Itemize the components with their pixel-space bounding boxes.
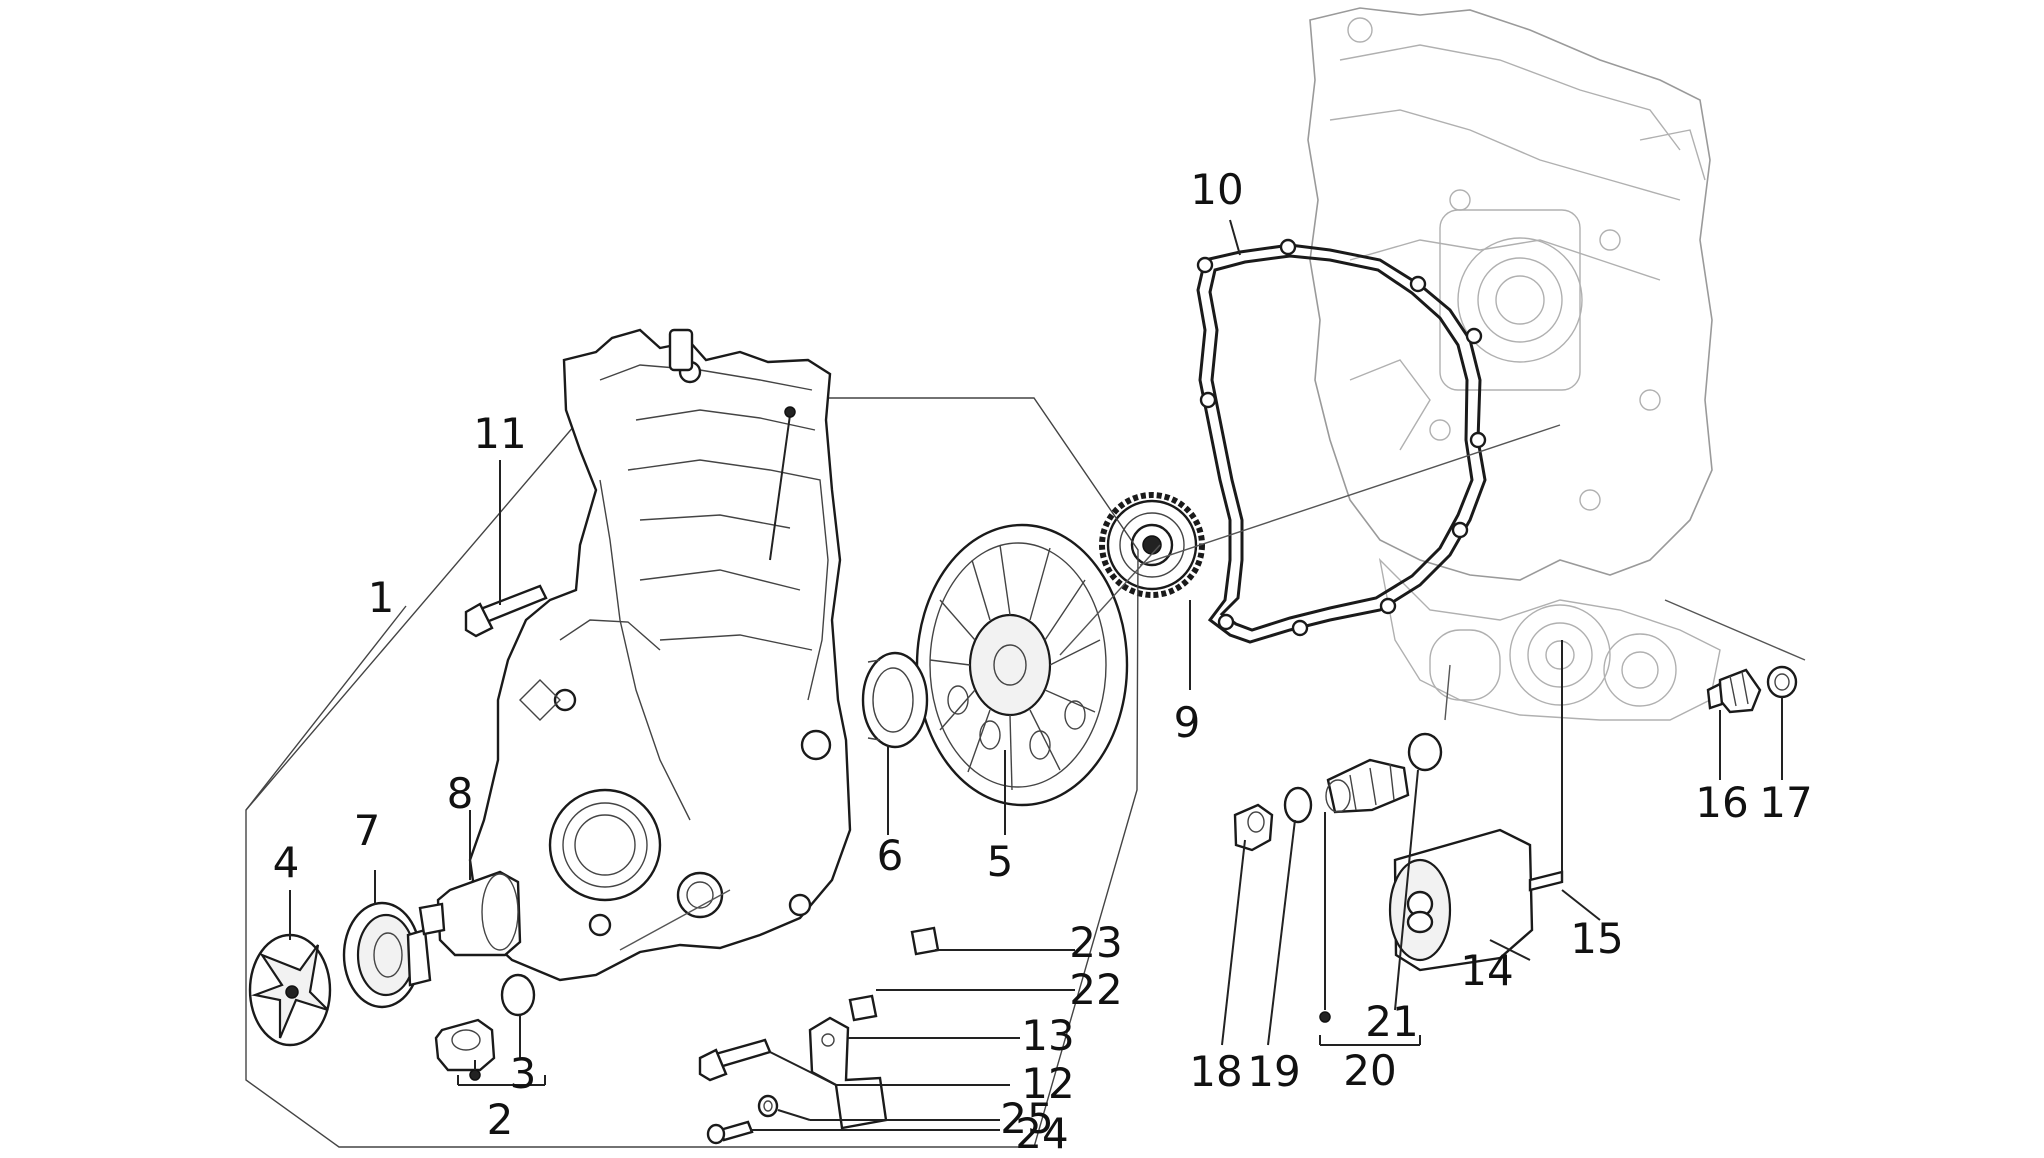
leader-lines [245, 219, 1806, 1131]
oil-strainer-20 [1325, 758, 1410, 814]
callout-7: 7 [354, 806, 381, 855]
o-ring-19 [1283, 786, 1313, 824]
callout-20: 20 [1343, 1046, 1396, 1095]
callout-21: 21 [1365, 997, 1418, 1046]
screw-25 [706, 1120, 754, 1145]
callout-8: 8 [447, 769, 474, 818]
callout-23: 23 [1069, 918, 1122, 967]
callout-13: 13 [1021, 1011, 1074, 1060]
callout-15: 15 [1570, 914, 1623, 963]
crankcase-background [1307, 7, 1721, 721]
callout-25: 25 [1000, 1094, 1053, 1143]
callout-24: 24 [1015, 1109, 1068, 1153]
callout-5: 5 [987, 837, 1014, 886]
o-ring-21 [1407, 732, 1443, 772]
callout-19: 19 [1247, 1047, 1300, 1096]
callout-4: 4 [273, 838, 300, 887]
impeller-4 [248, 933, 332, 1047]
bolt-11 [464, 584, 548, 638]
callout-9: 9 [1174, 698, 1201, 747]
callout-11: 11 [473, 409, 526, 458]
callout-2: 2 [487, 1095, 514, 1144]
callout-6: 6 [877, 831, 904, 880]
callout-22: 22 [1069, 965, 1122, 1014]
clip-22 [848, 994, 878, 1022]
mech-seal-8 [418, 870, 522, 957]
callout-18: 18 [1189, 1047, 1242, 1096]
gasket-10 [1196, 238, 1487, 644]
sprocket-9 [1099, 492, 1205, 598]
oil-seal-6 [861, 651, 929, 749]
plug-18 [1233, 803, 1274, 852]
bracket-13 [808, 1016, 888, 1130]
clip-23 [910, 926, 940, 956]
callout-10: 10 [1190, 165, 1243, 214]
cover-assembly-outline [245, 397, 1139, 1148]
pump-body-7 [342, 901, 432, 1009]
callout-labels: 1 2 3 4 5 6 7 8 9 10 11 12 13 14 15 16 1… [273, 165, 1813, 1158]
washer-17 [1766, 665, 1798, 699]
bolt-12 [698, 1038, 772, 1082]
drain-plug-assembly [434, 973, 536, 1072]
crankcase-cover [468, 328, 852, 982]
callout-12: 12 [1021, 1059, 1074, 1108]
callout-3: 3 [510, 1049, 537, 1098]
callout-16: 16 [1695, 778, 1748, 827]
washer-24 [757, 1094, 779, 1118]
callout-14: 14 [1460, 946, 1513, 995]
callout-17: 17 [1759, 778, 1812, 827]
rotor-fan-5 [915, 523, 1129, 807]
sensor-16 [1706, 668, 1762, 714]
callout-1: 1 [368, 573, 395, 622]
